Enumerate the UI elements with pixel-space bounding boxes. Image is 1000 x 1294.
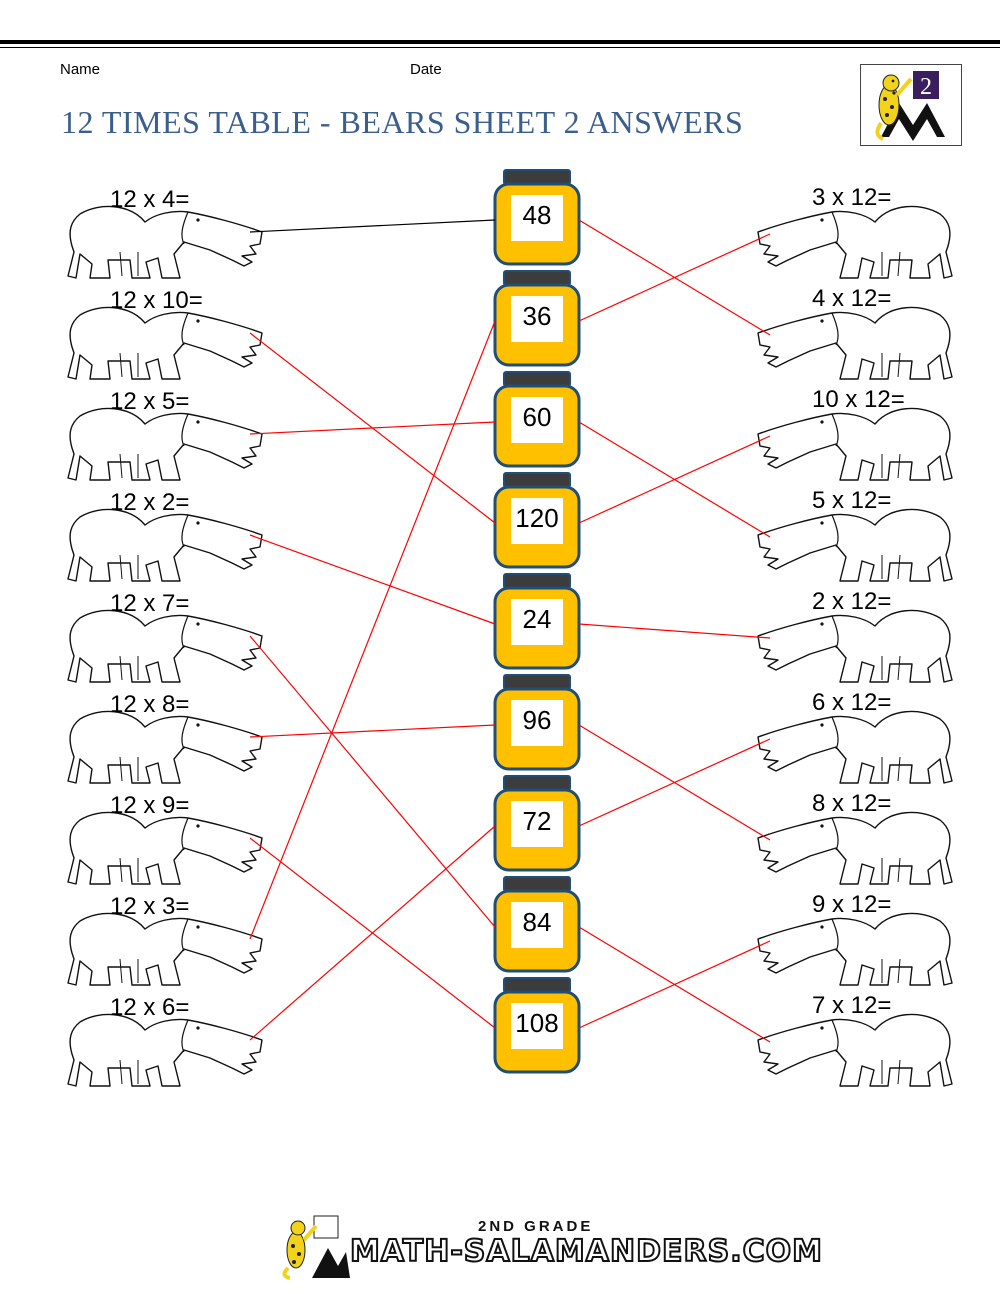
left-equation: 12 x 10= [110,287,203,314]
left-bear-0 [67,205,263,279]
footer-salamander-icon [282,1215,350,1280]
left-answer-line-7 [249,320,496,940]
left-equation: 12 x 9= [110,792,190,819]
jar-value: 120 [515,503,559,533]
right-equation: 4 x 12= [812,285,892,312]
name-label: Name [60,61,101,78]
right-bear-8 [757,1013,953,1087]
left-bear-4 [67,609,263,683]
left-bear-5 [67,710,263,784]
left-equation: 12 x 3= [110,893,190,920]
left-bear-6 [67,811,263,885]
left-equation: 12 x 6= [110,994,190,1021]
left-bears [67,205,263,1087]
right-bear-5 [757,710,953,784]
left-equation: 12 x 8= [110,691,190,718]
right-equation: 6 x 12= [812,689,892,716]
left-bear-3 [67,508,263,582]
right-answer-line-8 [578,926,771,1043]
jar-value: 108 [515,1008,559,1038]
top-rule-thin [0,47,1000,48]
answer-lines [249,219,771,1043]
right-bear-3 [757,508,953,582]
right-bears [757,205,953,1087]
left-equation: 12 x 4= [110,186,190,213]
left-answer-line-4 [249,635,496,928]
right-bear-0 [757,205,953,279]
right-bear-4 [757,609,953,683]
right-equation: 2 x 12= [812,588,892,615]
right-bear-6 [757,811,953,885]
left-answer-line-5 [249,724,496,738]
top-rule-thick [0,40,1000,44]
right-equation: 7 x 12= [812,992,892,1019]
left-equation: 12 x 7= [110,590,190,617]
left-equation: 12 x 2= [110,489,190,516]
left-answer-line-0 [249,219,496,233]
left-bear-8 [67,1013,263,1087]
right-answer-line-4 [578,623,771,639]
grade-badge-number: 2 [920,74,932,100]
left-bear-2 [67,407,263,481]
jar-value: 60 [522,402,552,432]
date-label: Date [410,61,442,78]
right-equation: 10 x 12= [812,386,905,413]
right-equation: 8 x 12= [812,790,892,817]
right-equation: 3 x 12= [812,184,892,211]
right-bear-7 [757,912,953,986]
jar-value: 24 [522,604,552,634]
left-answer-line-8 [249,825,496,1041]
jar-value: 72 [522,806,552,836]
salamander-logo-icon: 2 [875,71,945,141]
page-title: 12 TIMES TABLE - BEARS SHEET 2 ANSWERS [61,104,744,140]
right-equation: 9 x 12= [812,891,892,918]
left-bear-7 [67,912,263,986]
jar-value: 96 [522,705,552,735]
left-bear-1 [67,306,263,380]
right-answer-line-1 [578,219,771,336]
right-bear-1 [757,306,953,380]
footer-salamander-logo [274,1212,350,1280]
jar-value: 84 [522,907,552,937]
jar-value: 48 [522,200,552,230]
right-answer-line-3 [578,421,771,538]
left-answer-line-3 [249,534,496,625]
left-answer-line-2 [249,421,496,435]
right-bear-2 [757,407,953,481]
right-answer-line-6 [578,724,771,841]
left-equation: 12 x 5= [110,388,190,415]
grade-logo: 2 [860,64,962,146]
jar-value: 36 [522,301,552,331]
footer-site-name: MATH-SALAMANDERS.COM [349,1233,823,1270]
footer-grade: 2ND GRADE [478,1218,594,1235]
right-equation: 5 x 12= [812,487,892,514]
